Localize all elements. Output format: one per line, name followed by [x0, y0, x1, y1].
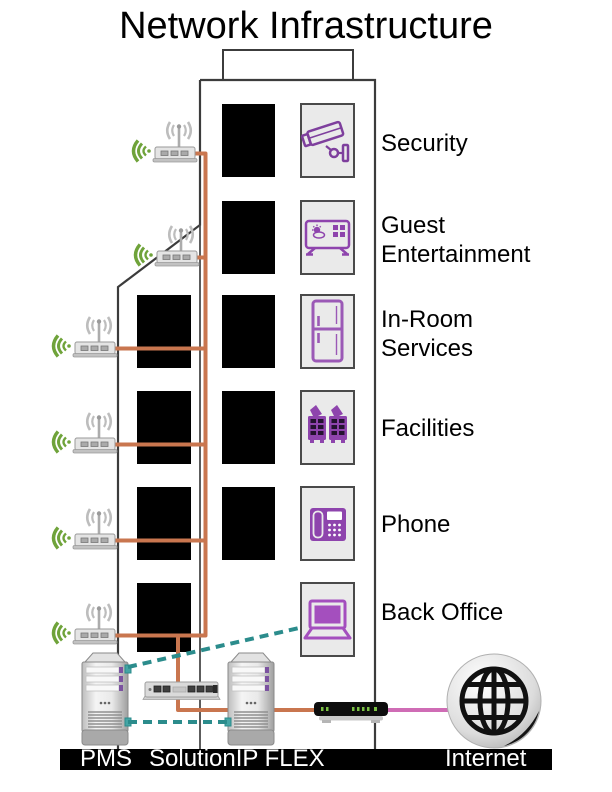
pms-server-icon: [81, 652, 132, 746]
service-icon-boxes: [300, 103, 355, 657]
wifi-access-point-icon: [51, 602, 119, 646]
building-windows: [137, 104, 275, 652]
wifi-access-point-icon: [51, 507, 119, 551]
wifi-access-point-icon: [131, 120, 199, 164]
riser-cable: [113, 151, 208, 638]
window: [222, 487, 275, 560]
laptop-icon: [303, 599, 352, 640]
window: [222, 201, 275, 274]
gateway-router-icon: [314, 702, 388, 723]
icon-box: [300, 294, 355, 369]
floor-label-phone: Phone: [381, 511, 451, 538]
window: [137, 295, 191, 368]
floor-label-in-room-services: In-Room Services: [381, 306, 474, 362]
wifi-access-point-icon: [51, 315, 119, 359]
solutionip-flex-label: SolutionIP FLEX: [149, 745, 325, 772]
floor-label-guest-entertainment: Guest Entertainment: [381, 212, 531, 268]
internet-label: Internet: [445, 745, 527, 772]
management-links: [127, 626, 300, 724]
window: [222, 295, 275, 368]
internet-globe-icon: [446, 653, 542, 749]
smart-tv-icon: [304, 219, 351, 256]
pms-label: PMS: [80, 745, 133, 772]
ethernet-switch-icon: [142, 681, 221, 700]
plant-equipment-icon: [308, 405, 347, 443]
window: [222, 391, 275, 464]
icon-box: [300, 200, 355, 275]
mini-fridge-icon: [311, 299, 344, 363]
desk-phone-icon: [310, 508, 346, 541]
penthouse: [222, 49, 354, 81]
window: [137, 391, 191, 464]
floor-label-security: Security: [381, 130, 468, 157]
solutionip-flex-server-icon: [224, 652, 275, 746]
floor-label-back-office: Back Office: [381, 599, 504, 626]
window: [137, 487, 191, 560]
wifi-access-point-icon: [51, 411, 119, 455]
window: [137, 583, 191, 652]
bottom-label-bar: PMS SolutionIP FLEX Internet: [60, 745, 552, 772]
window: [222, 104, 275, 177]
floor-label-facilities: Facilities: [381, 415, 475, 442]
cctv-camera-icon: [300, 120, 350, 163]
page-title: Network Infrastructure: [119, 5, 493, 47]
